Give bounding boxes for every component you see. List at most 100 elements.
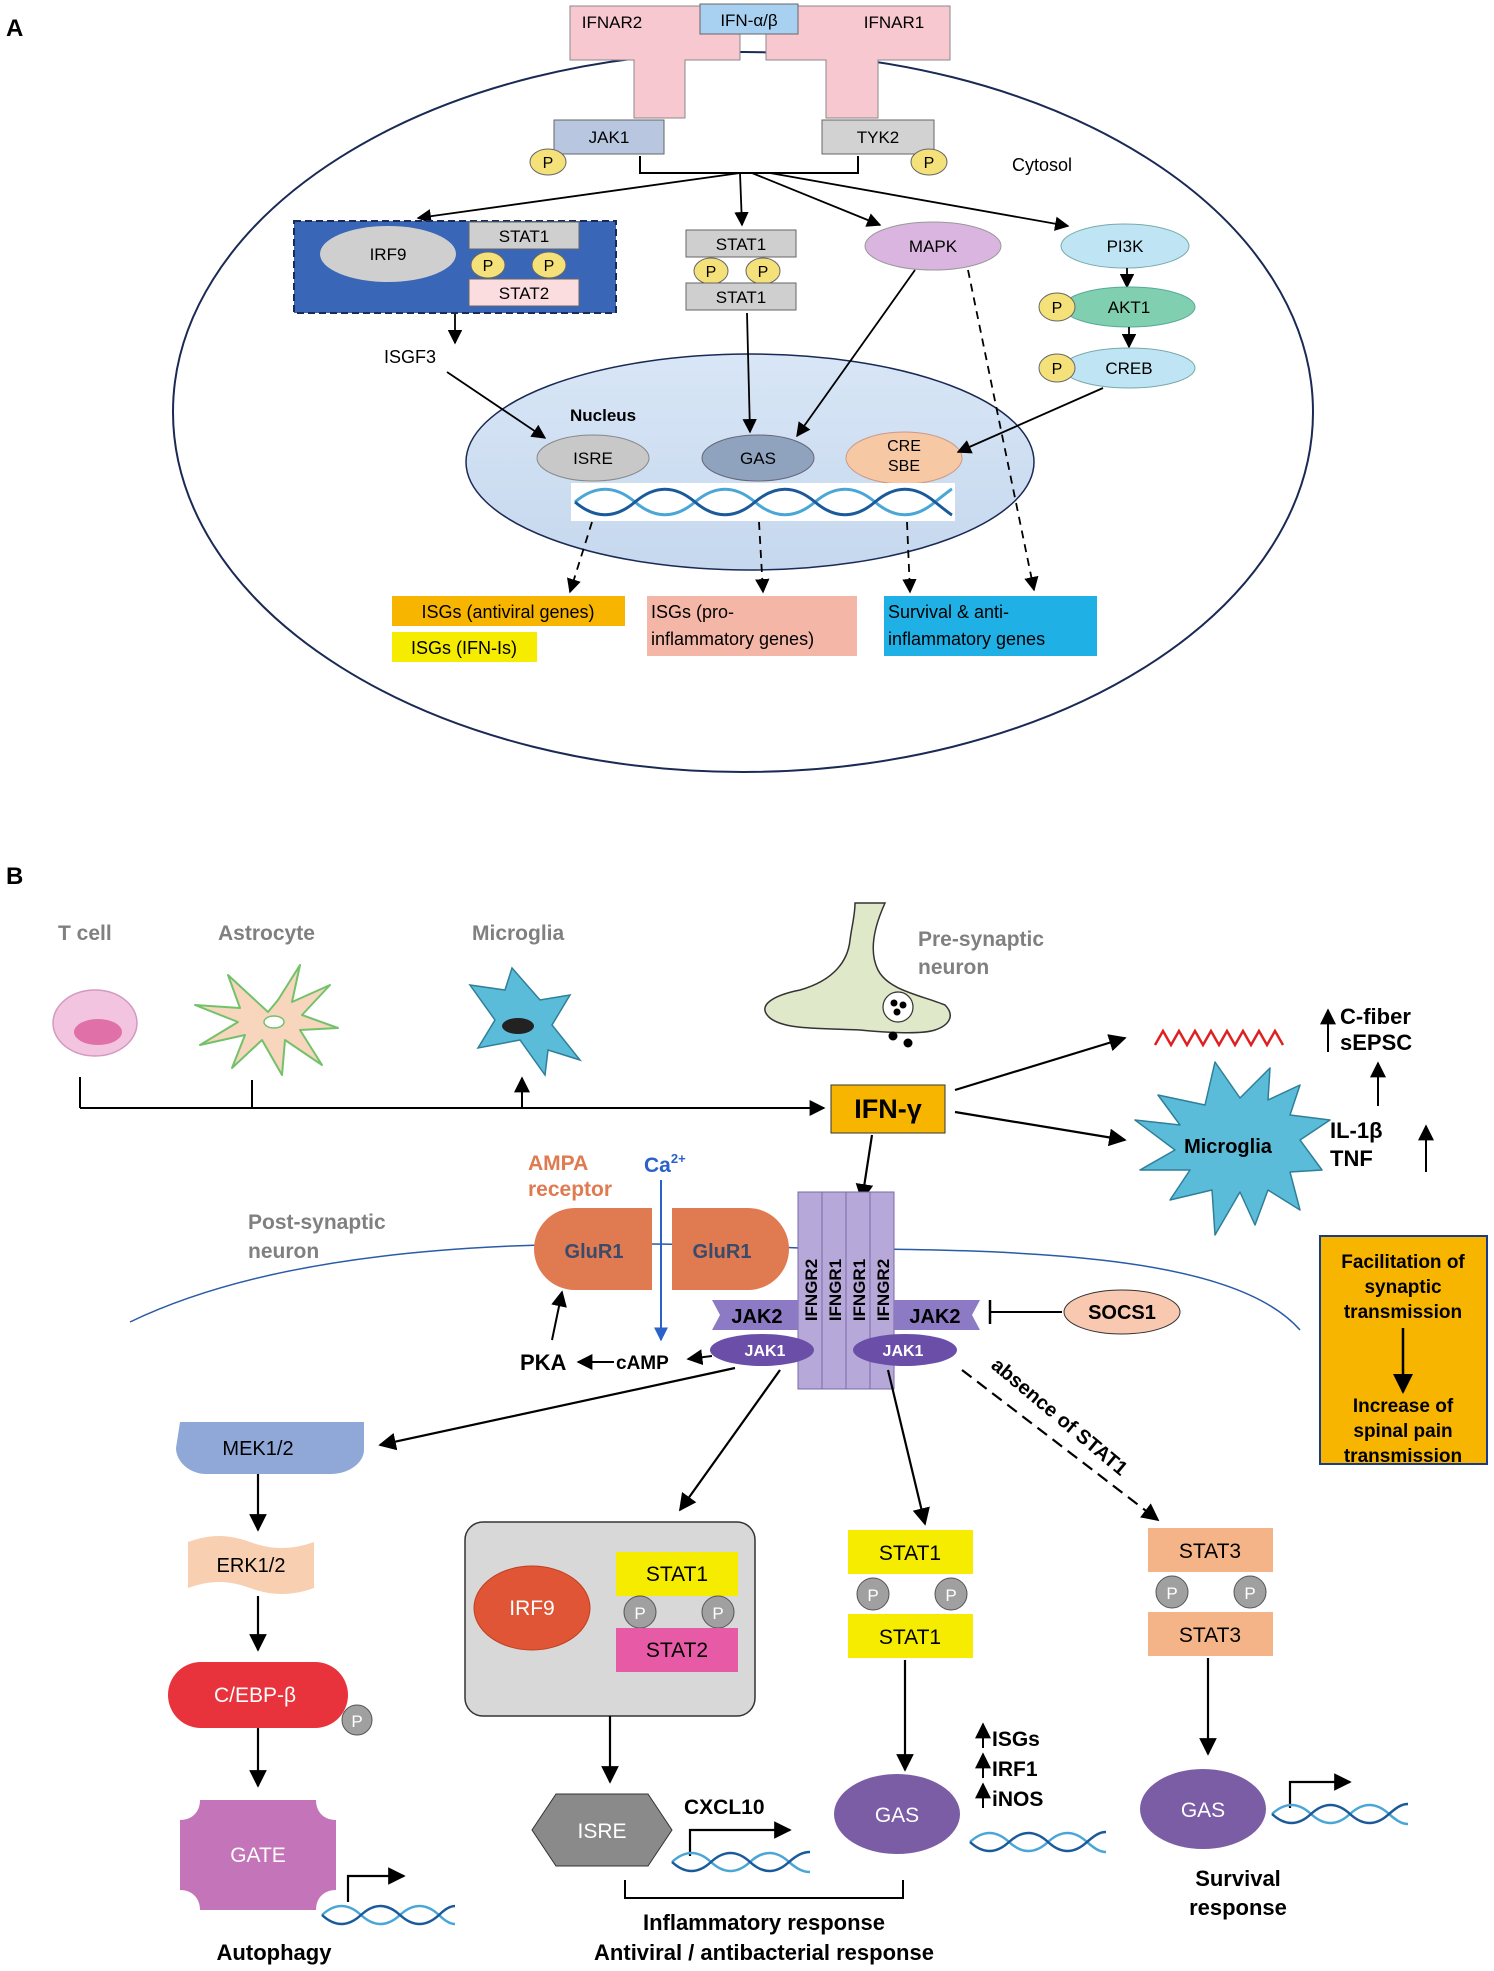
- autophagy-label: Autophagy: [217, 1940, 333, 1965]
- socs1-oval: [1063, 1289, 1181, 1335]
- stat3-p1: [1155, 1575, 1189, 1609]
- stat1-dimer-bottom: [685, 282, 797, 311]
- tyk2-phospho: [910, 148, 948, 176]
- gas-right-dna-icon: [1271, 1802, 1409, 1826]
- ifn-gamma-box: [830, 1084, 946, 1134]
- complex-p1: [470, 251, 506, 279]
- complex-stat2-label: STAT2: [646, 1639, 708, 1662]
- creb-label: CREB: [1105, 359, 1152, 378]
- response-bracket: [624, 1880, 904, 1899]
- creb-phospho: [1038, 353, 1076, 383]
- pi3k-label: PI3K: [1107, 237, 1145, 256]
- c-fiber-squiggle: [1153, 1028, 1285, 1048]
- glur1-right: [672, 1208, 789, 1290]
- tnf-label: TNF: [1330, 1146, 1373, 1171]
- socs1-label: SOCS1: [1088, 1302, 1156, 1324]
- stat3-bottom-label: STAT3: [1179, 1624, 1241, 1647]
- jak1-label: JAK1: [589, 128, 630, 147]
- erk-shape: [188, 1536, 314, 1594]
- dimer-p2-b: [934, 1577, 968, 1611]
- output-ifnls-label: ISGs (IFN-Is): [411, 638, 517, 658]
- stat3-top-label: STAT3: [1179, 1540, 1241, 1563]
- cebp-label: C/EBP-β: [214, 1684, 296, 1707]
- output-ifnls-box: [392, 632, 537, 662]
- dashed-to-stat3: [961, 1369, 1160, 1522]
- dashed-isre-output: [567, 521, 593, 594]
- ifnar1-receptor: [765, 5, 951, 119]
- glur1-left: [534, 1208, 652, 1290]
- complex-p1-b-label: P: [634, 1604, 645, 1623]
- akt1-phospho-label: P: [1052, 300, 1063, 317]
- arrow-jak1-camp: [686, 1349, 713, 1366]
- dashed-mapk-survival: [967, 269, 1039, 592]
- complex-p1-label: P: [483, 258, 494, 275]
- astrocyte-label: Astrocyte: [218, 922, 315, 945]
- isre-dna-icon: [671, 1850, 811, 1874]
- ifnar2-label: IFNAR2: [582, 13, 642, 32]
- box-line-2: synaptic: [1364, 1277, 1442, 1298]
- mek-label: MEK1/2: [222, 1438, 293, 1460]
- isre-oval: [536, 434, 650, 482]
- isgf3-label: ISGF3: [384, 347, 436, 367]
- stat1-dimer-top: [685, 229, 797, 258]
- output-proinflam-box: [647, 596, 857, 656]
- glur1-left-label: GluR1: [565, 1241, 624, 1263]
- gas-label-right: GAS: [1181, 1799, 1225, 1822]
- signal-bracket: [639, 156, 859, 174]
- gate-transcription-arrow: [346, 1867, 406, 1902]
- stat3-top: [1148, 1528, 1273, 1572]
- dimer-p2-b-label: P: [945, 1586, 956, 1605]
- stat3-p2-label: P: [1244, 1584, 1255, 1603]
- dashed-cre-output: [902, 521, 917, 594]
- survival-label-1: Survival: [1195, 1866, 1281, 1891]
- ligand-label: IFN-α/β: [720, 11, 778, 30]
- complex-p2: [531, 251, 567, 279]
- cytosol-label: Cytosol: [1012, 155, 1072, 175]
- cre-label: CRE: [887, 438, 921, 455]
- tyk2-box: [821, 119, 935, 155]
- dimer-p1-b-label: P: [867, 1586, 878, 1605]
- pka-label: PKA: [520, 1350, 567, 1375]
- postsyn-label-2: neuron: [248, 1240, 319, 1263]
- akt1-label: AKT1: [1108, 298, 1151, 317]
- cxcl10-label: CXCL10: [684, 1796, 765, 1819]
- box-line-3: transmission: [1344, 1302, 1462, 1323]
- stat3-bottom: [1148, 1612, 1273, 1656]
- cebp-phospho: [341, 1704, 373, 1736]
- arrow-to-microglia: [954, 1110, 1127, 1147]
- complex-p2-label: P: [544, 258, 555, 275]
- ifngr1-right-label: IFNGR1: [850, 1259, 869, 1321]
- arrow-mapk-gas: [796, 269, 916, 438]
- presynaptic-neuron-icon: [764, 902, 951, 1048]
- arrow-isgf3-isre: [446, 371, 547, 439]
- microglia-top-icon: [468, 966, 583, 1078]
- output-proinflam-line2: inflammatory genes): [651, 629, 814, 649]
- output-antiviral-label: ISGs (antiviral genes): [421, 602, 594, 622]
- output-proinflam-line1: ISGs (pro-: [651, 602, 734, 622]
- stat1-dimer-bottom-b-label: STAT1: [879, 1626, 941, 1649]
- akt1-phospho: [1038, 292, 1076, 322]
- arrow-to-mek: [378, 1366, 736, 1451]
- microglia-top-label: Microglia: [472, 922, 565, 945]
- jak1-phospho-label: P: [543, 155, 554, 172]
- output-antiviral-box: [392, 596, 625, 626]
- stat1-dimer-top-b: [848, 1530, 973, 1574]
- panel-b-label: B: [6, 863, 23, 890]
- isre-label: ISRE: [573, 449, 613, 468]
- arrow-pka-glur1: [551, 1290, 567, 1341]
- jak1-right-label: JAK1: [883, 1343, 924, 1360]
- complex-stat1-box: [616, 1552, 738, 1596]
- arrow-dimer-gas: [742, 312, 757, 434]
- isre-transcription-arrow: [688, 1821, 792, 1856]
- postsyn-label-1: Post-synaptic: [248, 1211, 386, 1234]
- ifngr1-chain-left: [821, 1191, 847, 1390]
- mek-shape: [176, 1422, 364, 1474]
- survival-label-2: response: [1189, 1895, 1287, 1920]
- arrow-to-irf9-complex: [678, 1369, 781, 1512]
- irf9-oval: [320, 226, 456, 282]
- ifn-alpha-beta-ligand: [699, 3, 799, 35]
- gas-right-transcription-arrow: [1288, 1773, 1352, 1808]
- isre-label-b: ISRE: [577, 1820, 626, 1843]
- jak2-right: [894, 1300, 980, 1330]
- gas-oval-right: [1140, 1769, 1266, 1849]
